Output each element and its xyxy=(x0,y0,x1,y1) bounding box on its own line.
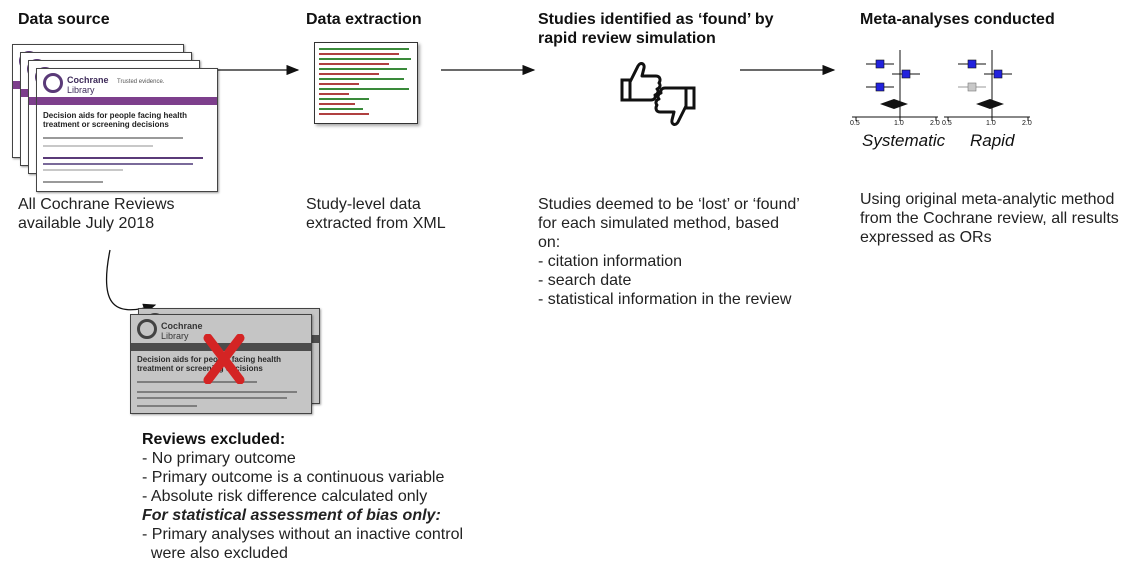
study-3-square xyxy=(875,82,885,92)
pooled-diamond xyxy=(880,99,908,109)
xml-document xyxy=(314,42,418,124)
study-2-square xyxy=(901,69,911,79)
cochrane-tagline: Trusted evidence. xyxy=(117,79,165,85)
cochrane-brand-sub: Library xyxy=(67,85,95,95)
excluded-heading: Reviews excluded: xyxy=(142,431,286,448)
pooled-diamond xyxy=(976,99,1004,109)
cochrane-review-title: Decision aids for people facing health t… xyxy=(43,111,188,129)
study-2-square xyxy=(993,69,1003,79)
study-3-lost-square xyxy=(967,82,977,92)
tick-sys-0: 0.5 xyxy=(850,120,860,127)
data-source-heading: Data source xyxy=(18,11,110,28)
study-1-square xyxy=(967,59,977,69)
tick-rap-0: 0.5 xyxy=(942,120,952,127)
excluded-list: Reviews excluded: - No primary outcome -… xyxy=(142,431,464,562)
meta-analyses-description: Using original meta-analytic method from… xyxy=(860,191,1119,246)
bias-heading: For statistical assessment of bias only: xyxy=(142,507,441,524)
thumbs-up-icon xyxy=(620,62,662,102)
excluded-thumbnail-front: Cochrane Library Decision aids for peopl… xyxy=(130,314,312,414)
data-source-description: All Cochrane Reviews available July 2018 xyxy=(18,196,175,232)
excluded-stack: Cochrane Library Decision aids for peopl… xyxy=(130,308,330,418)
arrow-to-excluded xyxy=(105,249,157,314)
cochrane-thumbnail-front: Cochrane Library Trusted evidence. Decis… xyxy=(36,68,218,192)
tick-sys-2: 2.0 xyxy=(930,120,940,127)
red-x-icon xyxy=(203,334,245,384)
forest-plot-systematic xyxy=(852,50,938,121)
plot-label-rapid: Rapid xyxy=(970,131,1015,150)
tick-rap-1: 1.0 xyxy=(986,120,996,127)
studies-identified-description: Studies deemed to be ‘lost’ or ‘found’ f… xyxy=(538,196,800,308)
cochrane-brand: Cochrane xyxy=(67,75,109,85)
study-1-square xyxy=(875,59,885,69)
data-extraction-heading: Data extraction xyxy=(306,11,422,28)
tick-rap-2: 2.0 xyxy=(1022,120,1032,127)
forest-plot-rapid xyxy=(944,50,1030,121)
meta-analyses-heading: Meta-analyses conducted xyxy=(860,11,1055,28)
data-extraction-description: Study-level data extracted from XML xyxy=(306,196,446,232)
studies-identified-heading: Studies identified as ‘found’ by rapid r… xyxy=(538,11,774,47)
tick-sys-1: 1.0 xyxy=(894,120,904,127)
cochrane-logo-icon xyxy=(43,73,63,93)
plot-label-systematic: Systematic xyxy=(862,131,946,150)
cochrane-stack: Cochrane Library Trusted evidence. Decis… xyxy=(8,44,218,192)
thumbs-down-icon xyxy=(654,86,696,126)
